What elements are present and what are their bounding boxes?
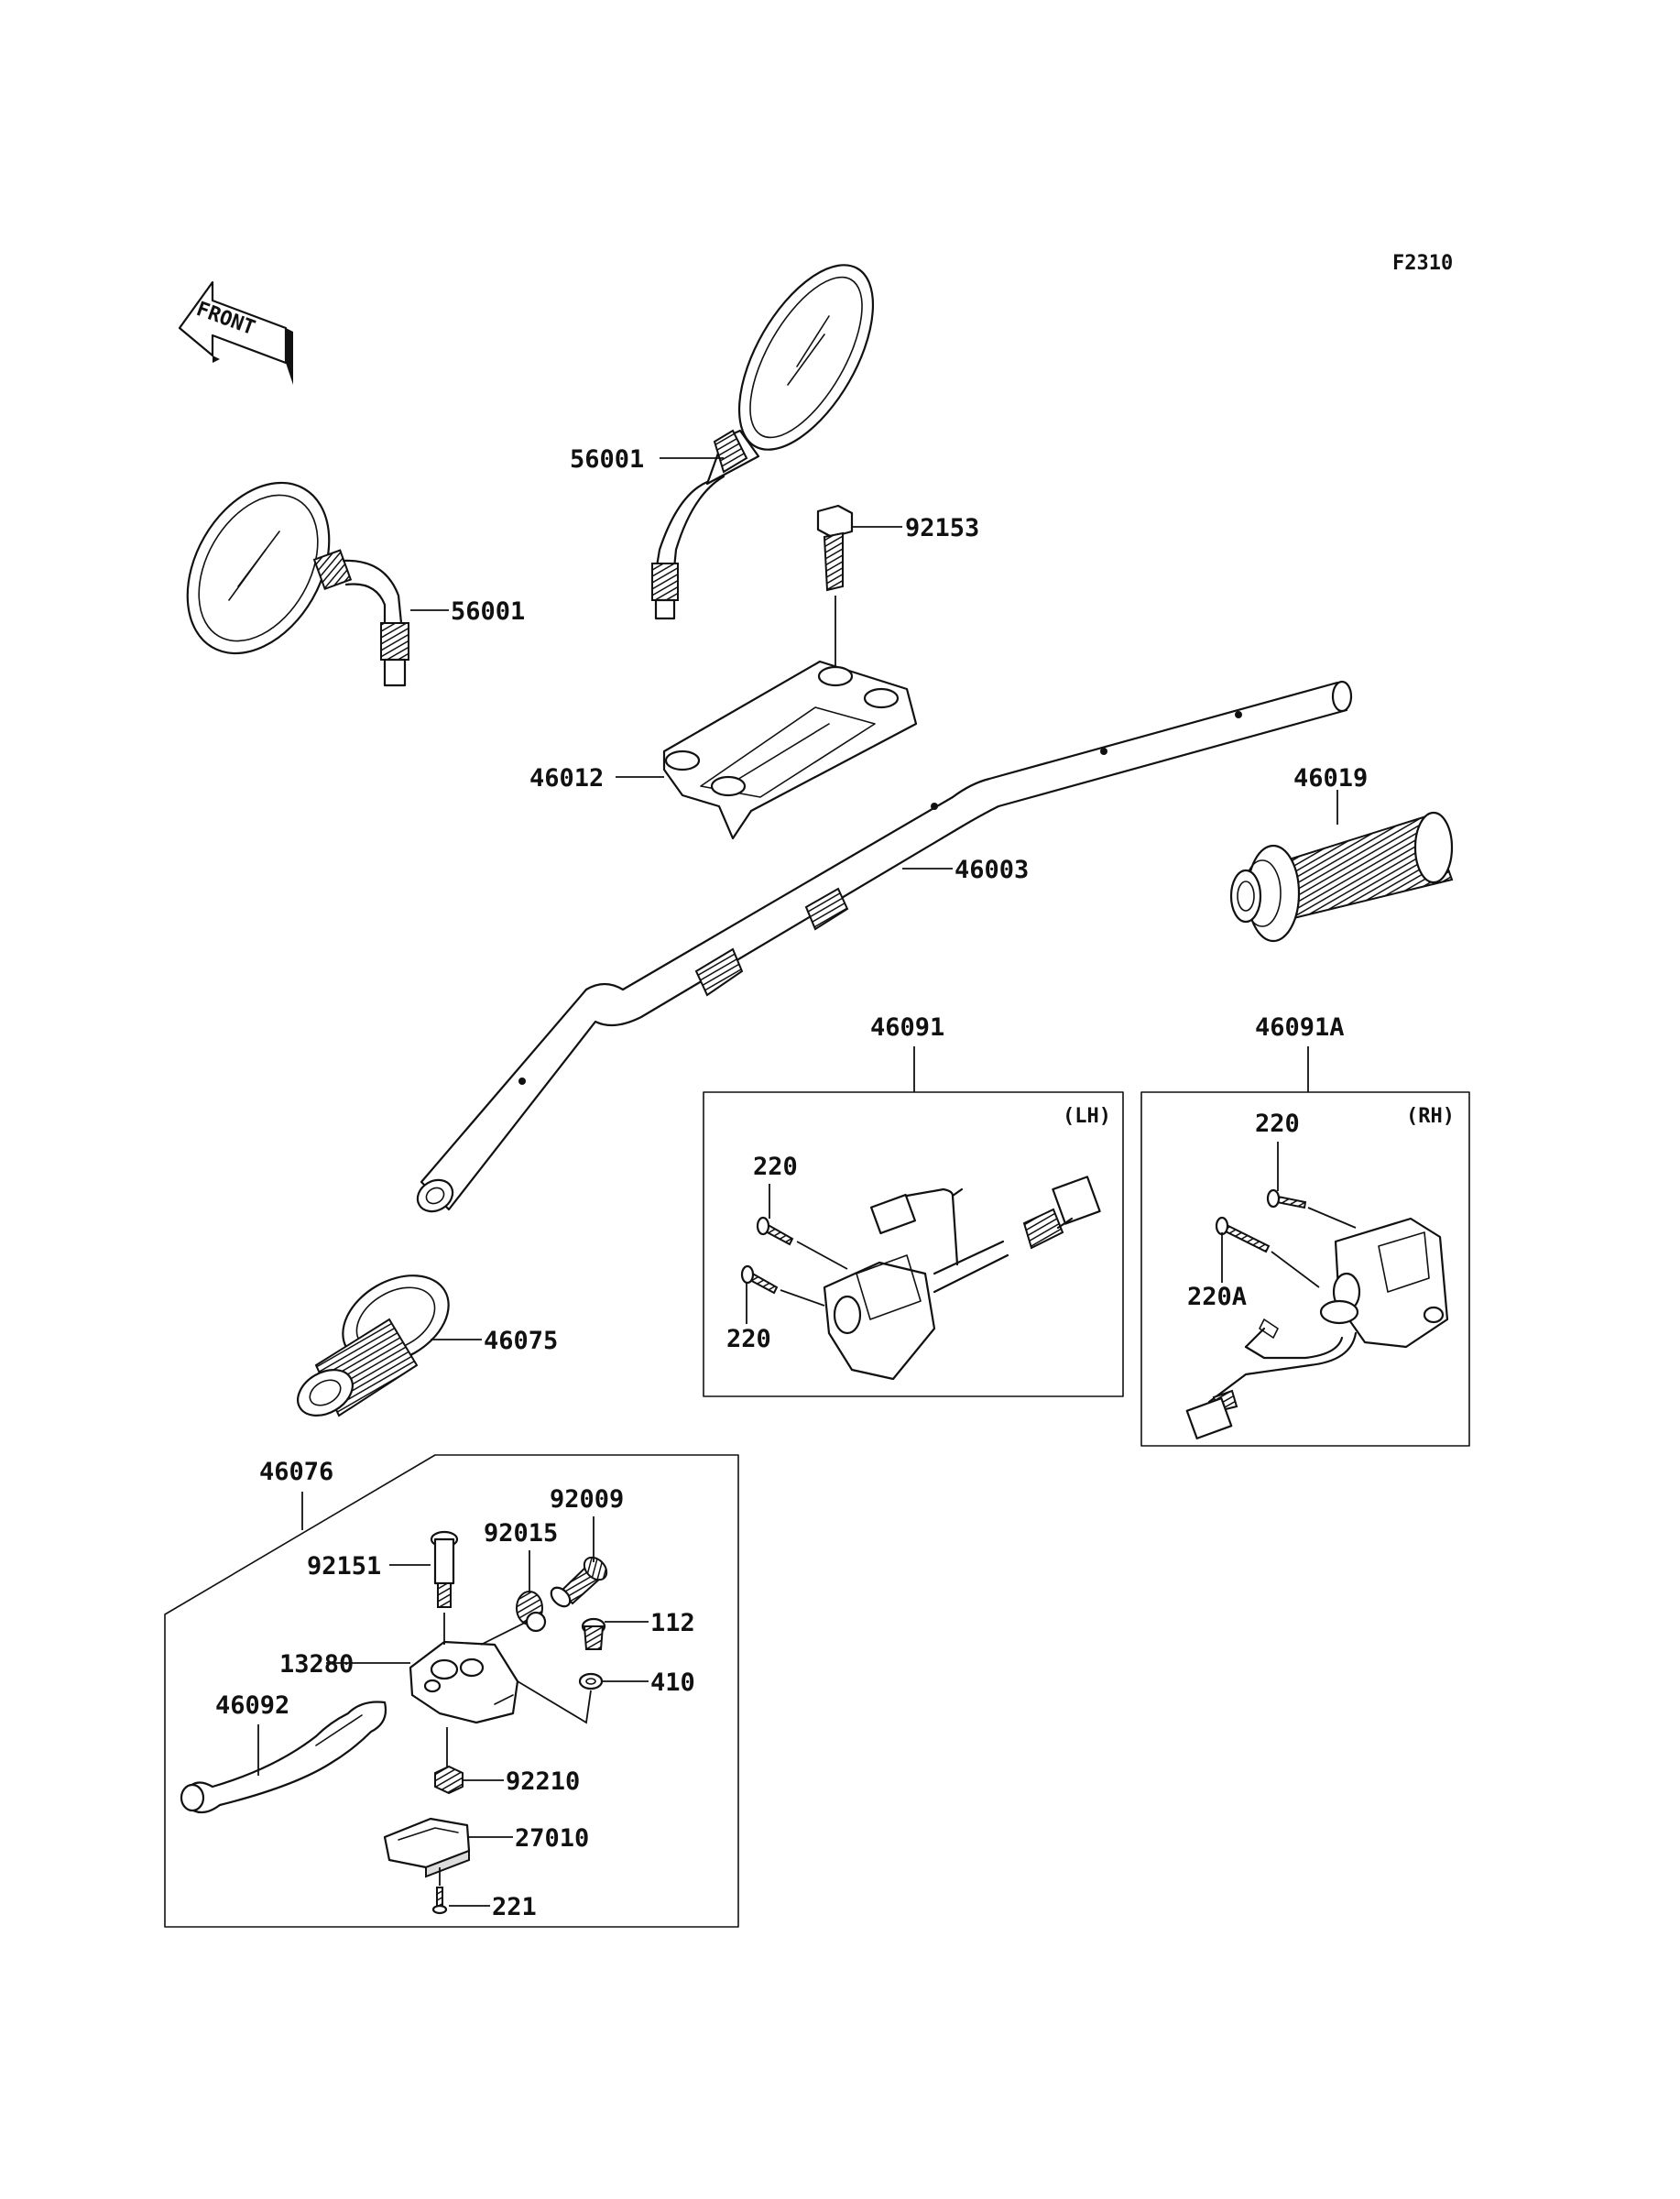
- lever-holder-icon: [409, 1640, 519, 1724]
- label-left-grip: 46075: [484, 1327, 558, 1355]
- pivot-bolt-icon: [430, 1530, 459, 1608]
- handlebar-holder-icon: [662, 660, 918, 840]
- clutch-lever-icon: [180, 1701, 387, 1814]
- label-lever-assy: 46076: [259, 1458, 333, 1486]
- label-lh-screw-top: 220: [753, 1153, 798, 1181]
- screw-112-icon: [581, 1617, 606, 1650]
- lever-assy-frame: [164, 1454, 739, 1928]
- label-rh-screw-long: 220A: [1187, 1283, 1247, 1311]
- handlebar-icon: [416, 680, 1353, 1213]
- label-throttle-grip: 46019: [1293, 764, 1368, 793]
- label-switch-lh: 46091: [870, 1013, 944, 1042]
- switch-lh-icon: [823, 1176, 1101, 1381]
- switch-lh-frame: [703, 1091, 1124, 1397]
- adjuster-icon: [550, 1556, 608, 1608]
- throttle-grip-icon: [1229, 811, 1454, 943]
- label-rh-screw-top: 220: [1255, 1110, 1300, 1138]
- label-switch-rh: 46091A: [1255, 1013, 1345, 1042]
- clamp-bolt-icon: [816, 504, 854, 592]
- diagram-code: F2310: [1392, 252, 1453, 275]
- label-pivot-bolt: 92151: [307, 1552, 381, 1581]
- nut-92210-icon: [434, 1765, 464, 1795]
- label-washer-410: 410: [650, 1668, 695, 1697]
- label-screw-221: 221: [492, 1893, 537, 1921]
- mirror-left-icon: [186, 481, 409, 687]
- label-mirror-right: 56001: [570, 445, 644, 474]
- label-adjuster: 92009: [550, 1485, 624, 1514]
- switch-rh-frame: [1140, 1091, 1470, 1447]
- label-clutch-switch: 27010: [515, 1824, 589, 1853]
- lh-screw-icon: [740, 1216, 794, 1295]
- switch-rh-tag: (RH): [1406, 1105, 1455, 1128]
- left-grip-icon: [297, 1275, 450, 1417]
- switch-lh-tag: (LH): [1063, 1105, 1111, 1128]
- label-clamp-bolt: 92153: [905, 514, 979, 542]
- rh-screw-icon: [1215, 1188, 1307, 1253]
- clutch-switch-icon: [383, 1817, 471, 1878]
- label-lh-screw-bottom: 220: [726, 1325, 771, 1353]
- front-arrow-icon: FRONT: [178, 280, 293, 385]
- label-handlebar: 46003: [955, 856, 1029, 884]
- screw-221-icon: [431, 1887, 448, 1915]
- label-mirror-left: 56001: [451, 597, 525, 626]
- switch-rh-icon: [1185, 1217, 1449, 1439]
- label-holder: 46012: [529, 764, 604, 793]
- label-nut-92210: 92210: [506, 1767, 580, 1796]
- mirror-right-icon: [651, 264, 875, 620]
- label-screw-112: 112: [650, 1609, 695, 1637]
- label-lever-holder: 13280: [279, 1650, 354, 1679]
- washer-410-icon: [578, 1672, 604, 1690]
- label-lever: 46092: [215, 1691, 289, 1720]
- label-nut-adjuster: 92015: [484, 1519, 558, 1548]
